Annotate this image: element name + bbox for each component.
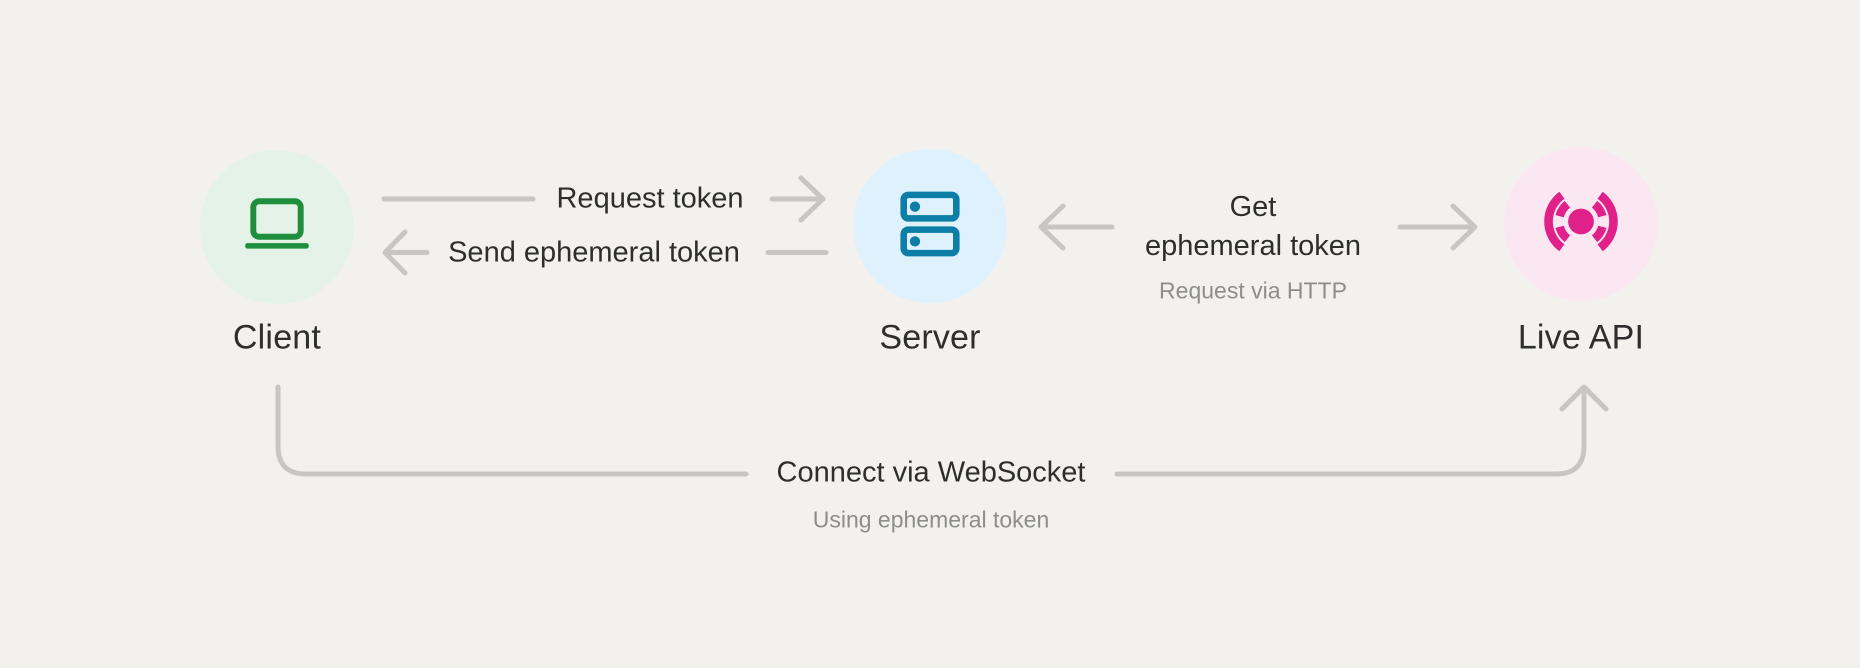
arrow-get-ephemeral-token — [1038, 203, 1478, 251]
live-api-label: Live API — [1517, 318, 1645, 357]
get-ephemeral-token-label: Get ephemeral token — [1145, 188, 1361, 266]
laptop-icon — [244, 198, 310, 256]
request-via-http-sublabel: Request via HTTP — [1159, 277, 1347, 304]
server-node — [853, 149, 1007, 303]
arrow-request-token — [381, 175, 826, 223]
arrow-send-ephemeral-token — [382, 229, 829, 276]
live-api-node — [1504, 147, 1658, 301]
get-ephemeral-token-label-line2: ephemeral token — [1144, 230, 1362, 262]
arrow-connect-websocket — [275, 384, 1609, 477]
using-ephemeral-token-sublabel: Using ephemeral token — [812, 506, 1050, 533]
send-ephemeral-token-label: Send ephemeral token — [448, 236, 740, 269]
client-node — [200, 150, 354, 304]
server-stack-icon — [899, 190, 961, 263]
request-token-label: Request token — [556, 182, 744, 215]
server-label: Server — [879, 318, 981, 357]
client-label: Client — [232, 318, 322, 357]
live-broadcast-icon — [1538, 188, 1624, 260]
connect-websocket-label: Connect via WebSocket — [776, 456, 1086, 489]
get-ephemeral-token-label-line1: Get — [1229, 191, 1277, 223]
